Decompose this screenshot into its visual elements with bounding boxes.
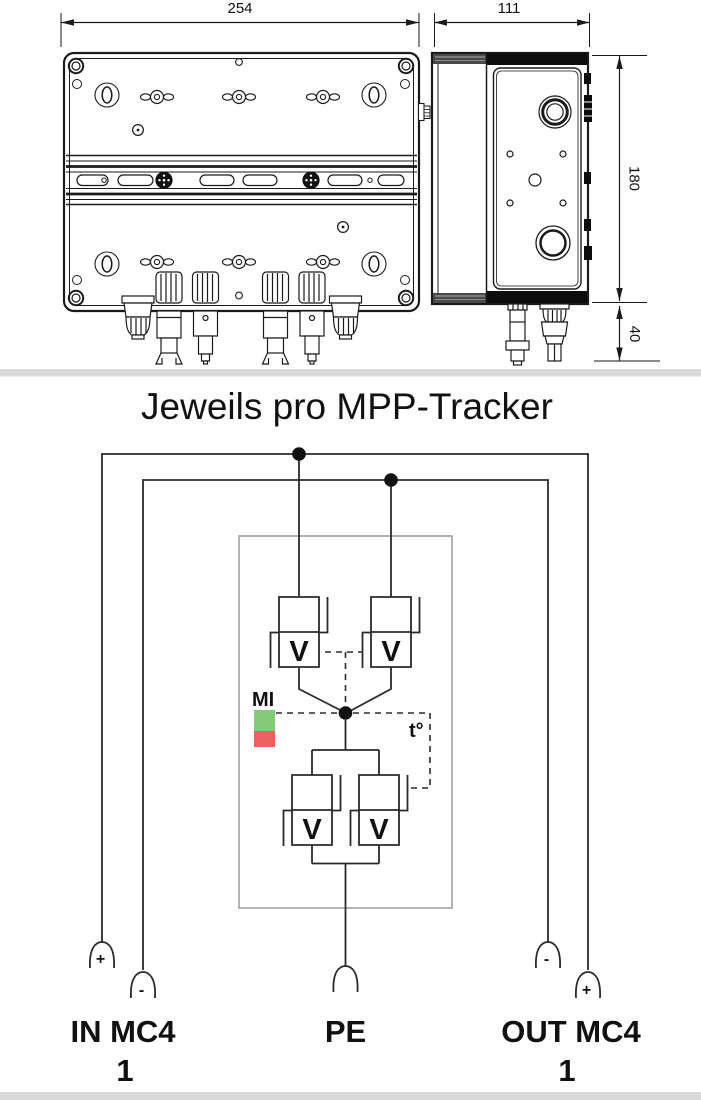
terminal-in-minus: - (130, 971, 156, 999)
cable-gland-side (539, 303, 570, 362)
dimension-height: 180 (592, 55, 647, 303)
screw-bosses (139, 89, 341, 270)
positive-rail-wire (101, 453, 589, 970)
out-plus-sign: + (582, 982, 591, 999)
side-gland-stub (417, 102, 431, 122)
lid-connector-bottom (535, 225, 571, 261)
mi-label: MI (252, 689, 274, 711)
dim-40-label: 40 (626, 326, 643, 343)
dim-111-label: 111 (498, 0, 521, 17)
terminal-in-plus: + (89, 941, 115, 969)
cable-gland-right (328, 295, 363, 340)
mc4-connectors-rear (155, 271, 326, 365)
voltmeter-lower-left: V (282, 774, 342, 846)
mc4-ribbed-collars (155, 271, 326, 304)
voltmeter-label: V (302, 814, 322, 846)
dim-254-label: 254 (227, 0, 252, 17)
dimension-depth: 111 (434, 0, 590, 47)
section-divider-bottom (0, 1092, 701, 1100)
junction-dot-minus (384, 473, 398, 487)
dim-180-label: 180 (626, 166, 643, 191)
enclosure-side-view (430, 51, 592, 366)
converge-right (350, 667, 392, 712)
terminal-pe (332, 965, 359, 993)
label-in-mc4: IN MC4 (70, 1014, 176, 1049)
gasket-bottom (486, 291, 587, 303)
temp-sensor: t° (353, 712, 431, 789)
voltmeter-upper-right: V (361, 596, 421, 668)
lid-seal-bottom (433, 293, 486, 303)
dashed-link-temp (353, 712, 431, 789)
schematic-title: Jeweils pro MPP-Tracker (141, 386, 553, 427)
center-node-dot (338, 706, 353, 720)
temp-label: t° (409, 720, 424, 742)
mc4-plug-side (505, 303, 530, 366)
din-rail-screws (155, 171, 320, 189)
join-to-pe (311, 845, 380, 966)
mc4-plug-b1 (192, 310, 219, 365)
junction-dot-plus (292, 447, 306, 461)
corner-screws (67, 57, 415, 307)
negative-rail-wire (142, 479, 549, 970)
mounting-holes (94, 82, 387, 277)
enclosure-rear-view (62, 51, 431, 365)
pilot-holes (132, 58, 350, 300)
label-out-number: 1 (558, 1053, 575, 1088)
hinge-tabs (584, 73, 592, 260)
out-minus-sign: - (544, 951, 549, 968)
lid-seal-top (433, 54, 486, 64)
schematic-diagram: Jeweils pro MPP-Tracker V V (70, 386, 641, 1088)
lid-panel (492, 67, 582, 290)
section-divider-top (0, 369, 701, 377)
voltmeter-label: V (381, 636, 401, 668)
split-to-lower (311, 720, 380, 775)
lid-connector-top (538, 95, 572, 129)
mi-led-red (254, 731, 275, 747)
mc4-plug-a2 (261, 310, 290, 365)
mi-led-green (254, 710, 275, 731)
label-in-number: 1 (116, 1053, 133, 1088)
din-rail (66, 154, 417, 206)
voltmeter-label: V (369, 814, 389, 846)
mc4-plug-a1 (155, 310, 183, 365)
label-out-mc4: OUT MC4 (501, 1014, 641, 1049)
terminal-out-plus: + (575, 971, 601, 999)
voltmeter-label: V (289, 636, 309, 668)
gasket-top (486, 53, 587, 65)
mi-indicator: MI (252, 689, 338, 747)
in-plus-sign: + (96, 951, 105, 968)
cable-gland-left (121, 295, 155, 340)
in-minus-sign: - (139, 982, 144, 999)
dimension-connector-zone: 40 (594, 306, 660, 362)
voltmeter-lower-right: V (349, 774, 409, 846)
voltmeter-upper-left: V (269, 596, 329, 668)
converge-left (298, 667, 342, 712)
mc4-plug-b2 (299, 310, 325, 365)
lid-holes (506, 150, 567, 207)
dimension-width: 254 (60, 0, 420, 47)
terminal-out-minus: - (535, 941, 561, 969)
label-pe: PE (325, 1014, 366, 1049)
